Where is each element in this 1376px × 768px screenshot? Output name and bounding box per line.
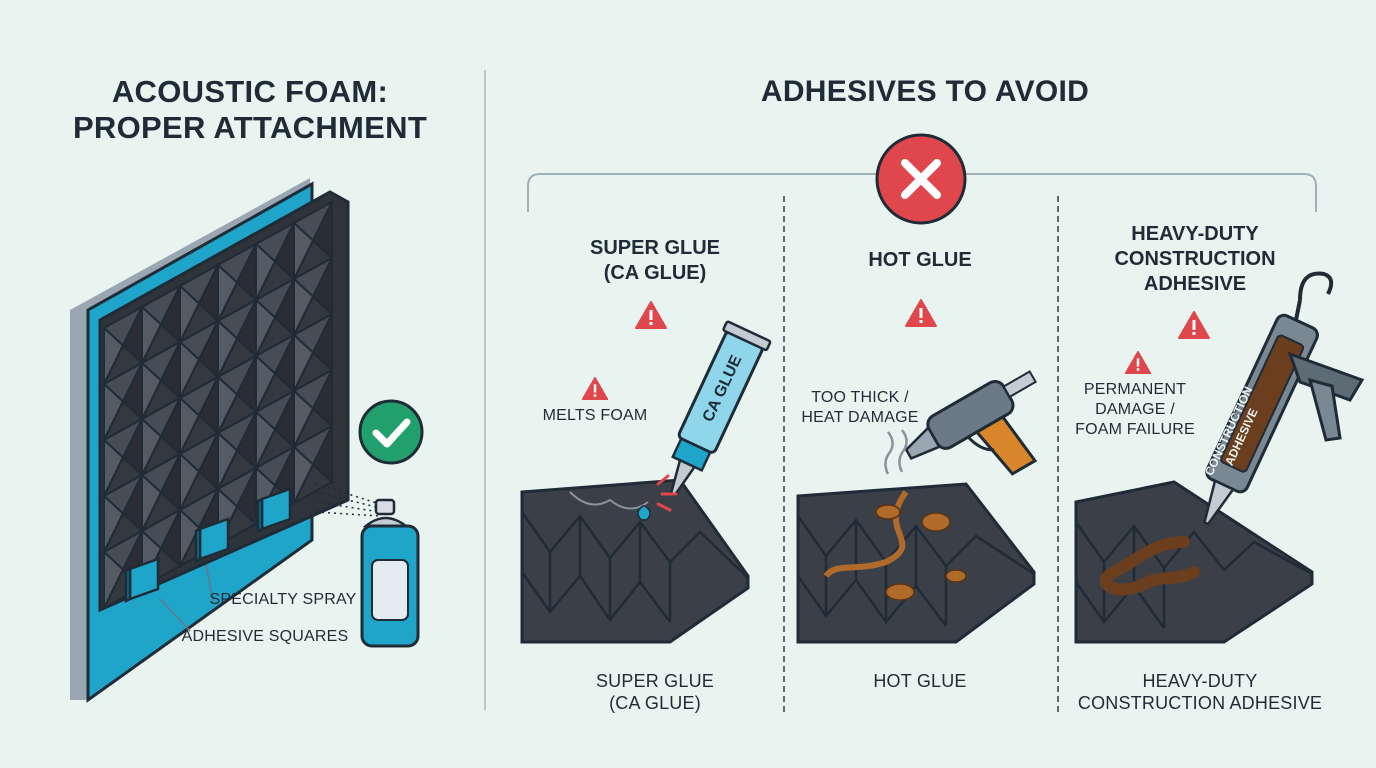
label-specialty-spray: SPECIALTY SPRAY [209,591,357,608]
foam-block-melted [520,478,750,644]
foam-pyramid-face [103,549,125,609]
warning-icon [1178,311,1210,339]
check-icon [358,399,424,465]
foam-pyramid-face [255,353,277,413]
hot-glue-gun-illustration [884,370,1038,476]
callout-permanent-line2: DAMAGE / [1095,401,1175,418]
callout-permanent-damage: PERMANENT DAMAGE / FOAM FAILURE [1070,380,1200,440]
foam-pyramid-face [255,297,277,357]
foam-pyramid-face [179,395,201,455]
foam-pyramid-face [103,437,125,497]
foam-pyramid-face [141,360,163,420]
heading-construction-adhesive: HEAVY-DUTY CONSTRUCTION ADHESIVE [1085,222,1305,297]
foam-pyramid-face [103,493,125,553]
heading-super-glue-line1: SUPER GLUE [589,237,721,259]
caption-construction-line1: HEAVY-DUTY [1142,671,1258,691]
column-divider-2 [1057,196,1059,712]
adhesive-squares-illustration [124,487,292,632]
caption-construction-adhesive: HEAVY-DUTY CONSTRUCTION ADHESIVE [1070,670,1330,714]
left-title-line2: PROPER ATTACHMENT [72,110,428,145]
heading-hot-glue-line1: HOT GLUE [868,249,972,271]
foam-pyramid-face [293,444,315,504]
foam-pyramid-face [293,276,315,336]
heading-construction-line1: HEAVY-DUTY [1131,223,1259,245]
section-bracket [527,173,1317,212]
warning-icon [635,301,667,329]
foam-pyramid-face [141,416,163,476]
callout-permanent-line1: PERMANENT [1083,381,1187,398]
foam-pyramid-face [293,388,315,448]
callout-too-thick-line1: TOO THICK / [811,389,909,406]
spray-can-illustration [315,483,420,648]
foam-pyramid-face [103,381,125,441]
foam-pyramid-face [255,241,277,301]
foam-pyramid-face [217,262,239,322]
foam-pyramid-face [141,472,163,532]
foam-block-construction [1074,480,1314,644]
left-title: ACOUSTIC FOAM: PROPER ATTACHMENT [40,74,460,146]
caption-super-glue-line2: (CA GLUE) [609,693,701,713]
caption-construction-line2: CONSTRUCTION ADHESIVE [1077,693,1323,713]
foam-pyramid-face [179,283,201,343]
right-title: ADHESIVES TO AVOID [760,75,1090,108]
column-divider-1 [783,196,785,712]
left-title-line1: ACOUSTIC FOAM: [111,74,389,109]
warning-icon [1124,350,1152,375]
foam-pyramid-face [141,304,163,364]
caption-hot-glue-line1: HOT GLUE [873,671,967,691]
foam-pyramid-face [217,430,239,490]
warning-icon [581,376,609,401]
foam-pyramid-face [217,318,239,378]
callout-too-thick-line2: HEAT DAMAGE [801,409,919,426]
caulk-gun-illustration [1203,271,1365,526]
foam-pyramid-face [103,325,125,385]
caption-hot-glue: HOT GLUE [810,670,1030,692]
foam-pyramid-face [179,339,201,399]
foam-pyramid-face [179,507,201,567]
foam-pyramid-face [217,374,239,434]
foam-pyramid-face [179,451,201,511]
heading-hot-glue: HOT GLUE [810,248,1030,273]
callout-permanent-line3: FOAM FAILURE [1075,421,1195,438]
callout-too-thick: TOO THICK / HEAT DAMAGE [795,388,925,428]
heading-super-glue: SUPER GLUE (CA GLUE) [545,236,765,286]
foam-pyramid-face [293,220,315,280]
foam-pyramid-face [293,332,315,392]
warning-icon [905,299,937,327]
panel-divider [484,70,486,710]
ca-glue-tube-illustration [656,320,772,512]
heading-construction-line2: CONSTRUCTION [1114,248,1276,270]
caption-super-glue: SUPER GLUE (CA GLUE) [545,670,765,714]
heading-super-glue-line2: (CA GLUE) [603,262,707,284]
caption-super-glue-line1: SUPER GLUE [595,671,715,691]
avoid-x-icon [875,133,967,225]
callout-melts-foam: MELTS FOAM [542,407,648,424]
heading-construction-line3: ADHESIVE [1143,273,1247,295]
foam-block-hot-glue [796,482,1036,644]
foam-pyramid-face [255,409,277,469]
label-adhesive-squares: ADHESIVE SQUARES [181,628,349,645]
